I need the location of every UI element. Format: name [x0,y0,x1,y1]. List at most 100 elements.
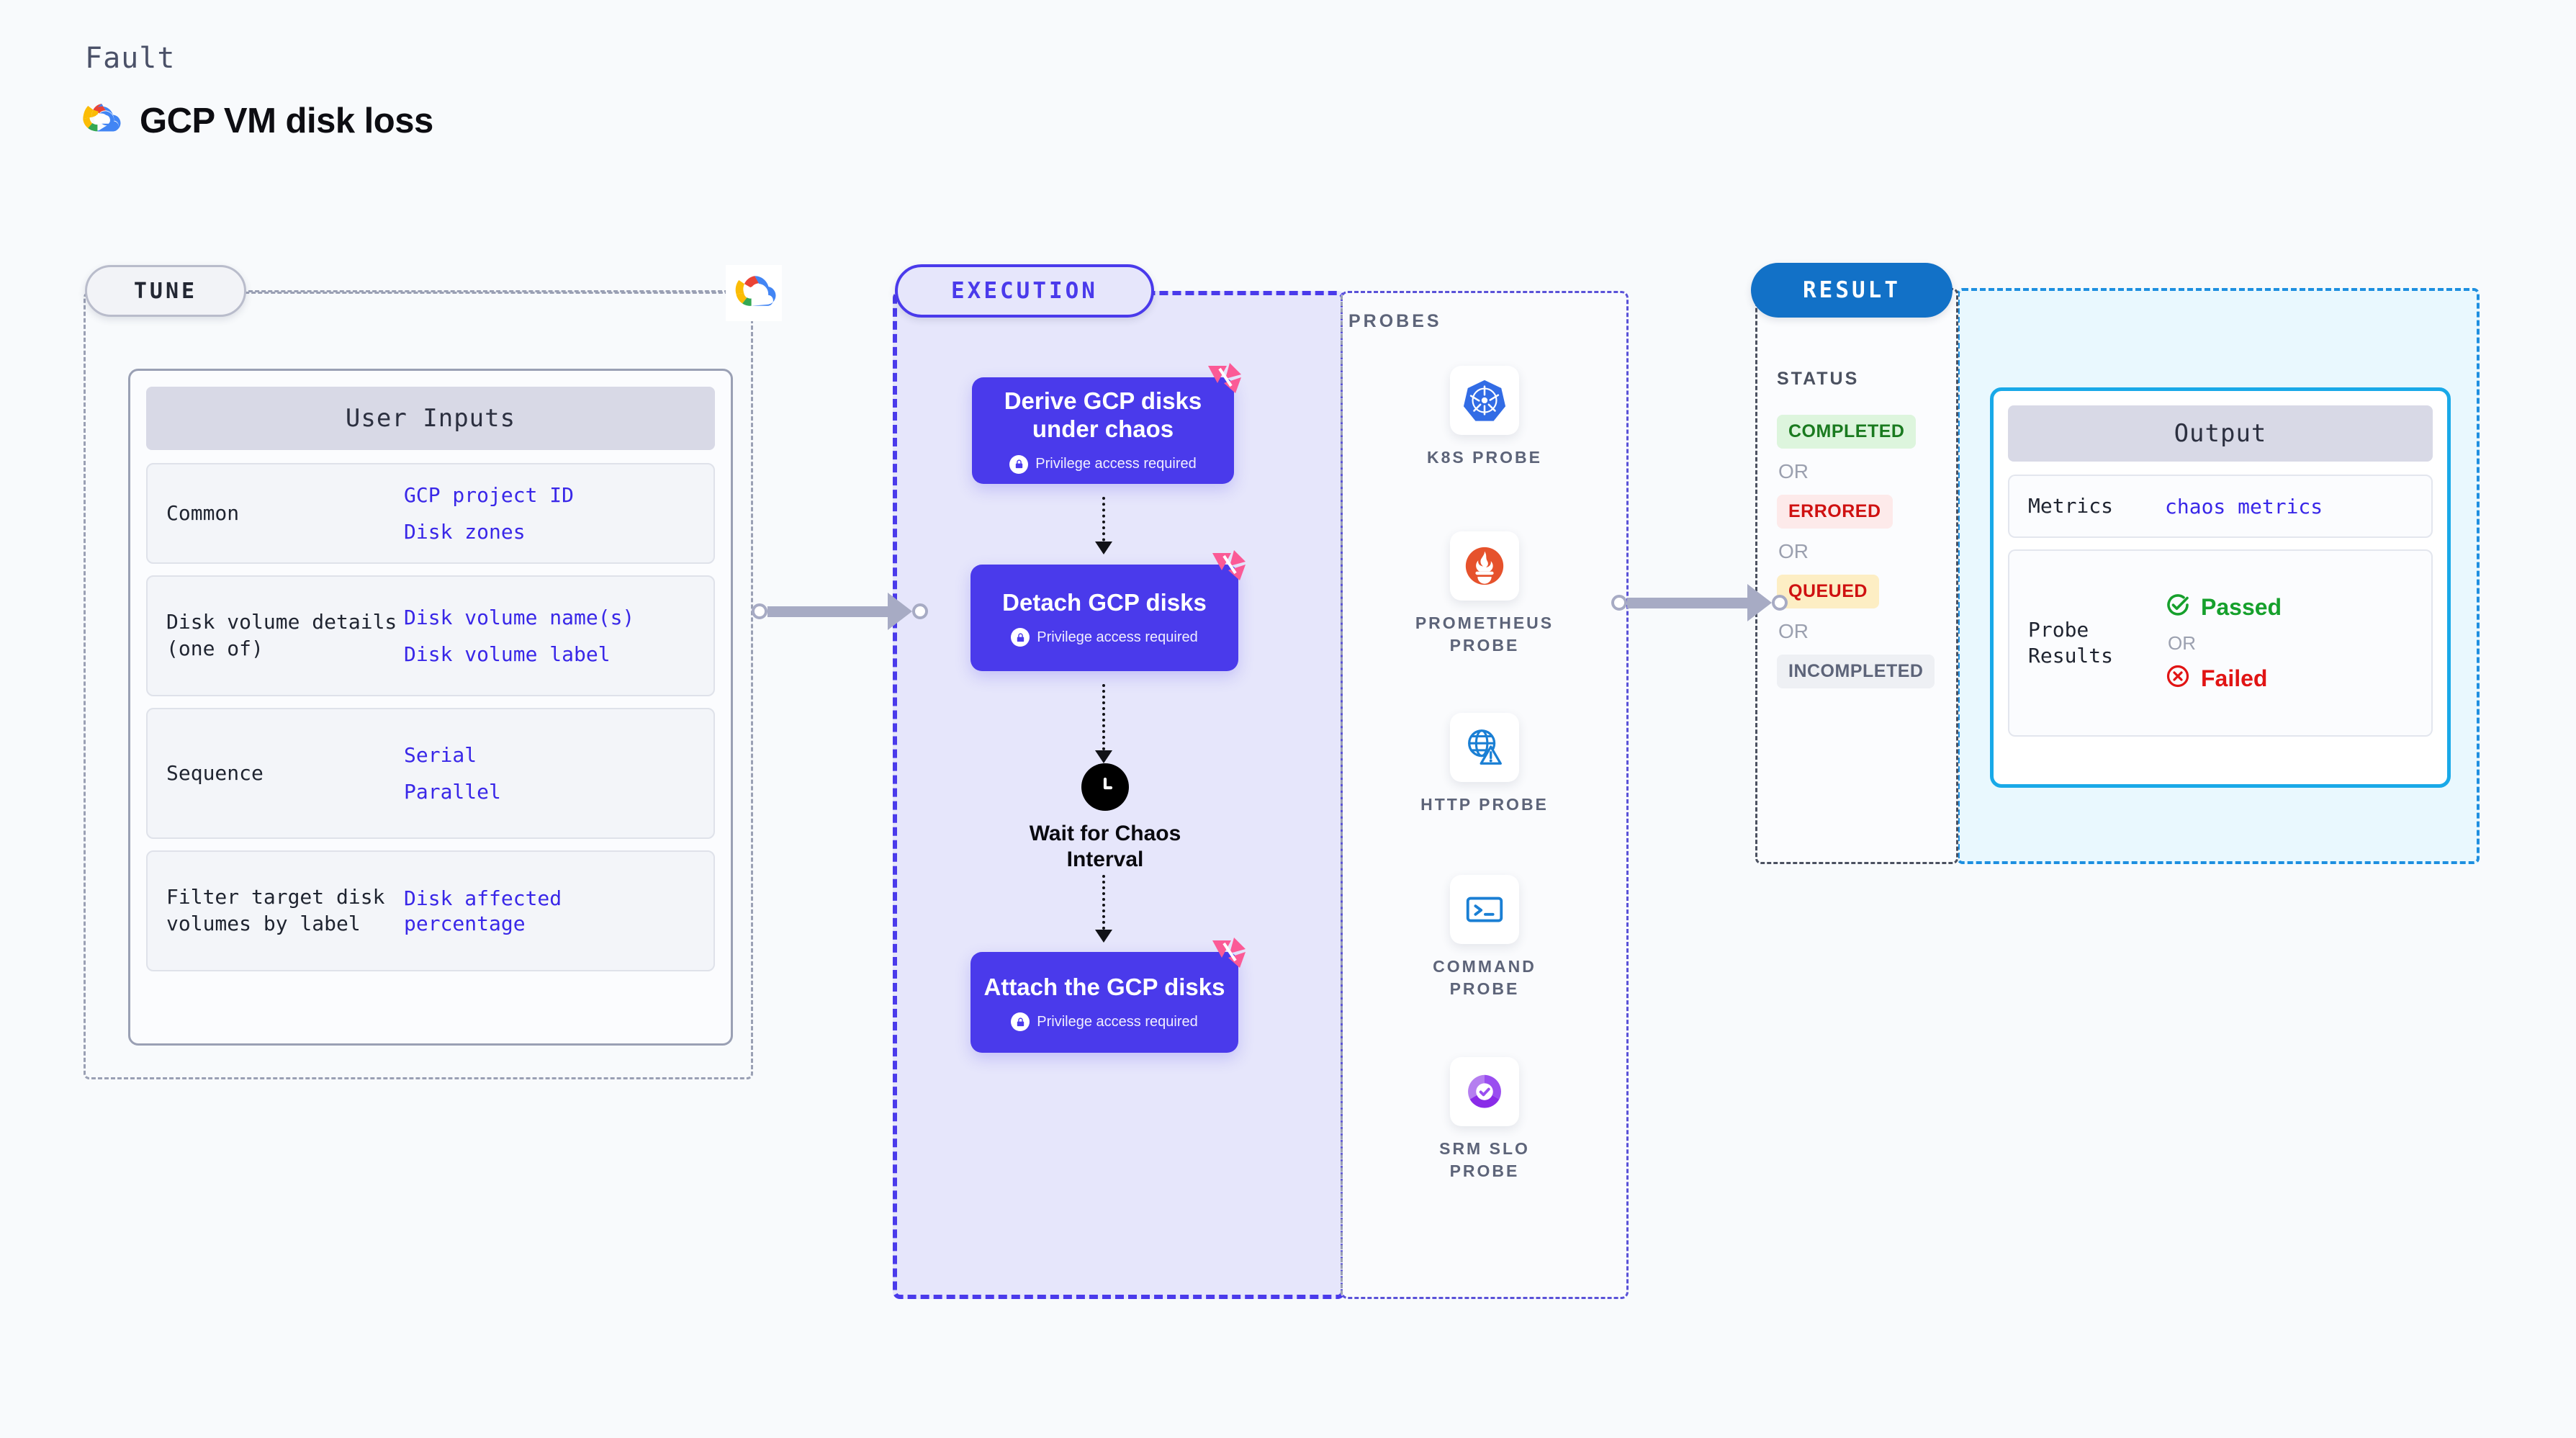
input-value[interactable]: Disk affected percentage [404,886,562,935]
input-value[interactable]: GCP project ID [404,483,575,507]
input-row-sequence[interactable]: Sequence Serial Parallel [146,708,715,839]
probe-result-or-separator: OR [2168,632,2196,654]
connector-execution-to-result [1611,584,1788,621]
arrow-line [1102,875,1105,941]
probe-item-prometheus[interactable]: PROMETHEUS PROBE [1411,531,1558,657]
input-row-key: Disk volume details (one of) [166,610,397,660]
page-title-row: GCP VM disk loss [81,101,433,141]
status-badge-errored[interactable]: ERRORED [1777,495,1893,529]
connector-bar [1627,597,1748,608]
connector-arrowhead [888,593,912,630]
input-row-values: Disk affected percentage [404,886,695,936]
flow-arrow [1095,875,1112,943]
tune-label-pill[interactable]: TUNE [85,265,246,317]
task-privilege-note: Privilege access required [1011,628,1198,647]
output-card: Output Metrics chaos metrics Probe Resul… [1990,387,2451,788]
arrow-tip [1095,750,1112,763]
probe-item-http[interactable]: HTTP PROBE [1411,713,1558,816]
probes-divider [1341,295,1343,1295]
task-title: Derive GCP disks under chaos [1004,387,1202,442]
input-row-key: Sequence [166,760,264,785]
result-label-pill[interactable]: RESULT [1751,263,1953,318]
probe-result-passed: Passed [2165,592,2282,624]
probe-item-k8s[interactable]: K8S PROBE [1411,366,1558,469]
connector-end-dot [1772,595,1788,611]
litmus-chaos-icon [1210,936,1251,978]
output-row-key: Metrics [2028,493,2114,518]
arrow-tip [1095,930,1112,943]
connector-start-dot [752,603,767,619]
task-title: Attach the GCP disks [983,973,1225,1000]
user-inputs-card: User Inputs Common GCP project ID Disk z… [128,369,733,1046]
input-row-disk-volume-details[interactable]: Disk volume details (one of) Disk volume… [146,575,715,696]
srm-slo-icon [1450,1057,1519,1126]
input-row-values: GCP project ID Disk zones [404,482,574,544]
page-title: GCP VM disk loss [140,102,433,140]
input-row-filter-by-label[interactable]: Filter target disk volumes by label Disk… [146,850,715,971]
probe-result-options: Passed OR Failed [2165,592,2282,695]
input-row-values: Serial Parallel [404,742,501,804]
check-circle-icon [2165,592,2191,624]
connector-arrowhead [1747,584,1772,621]
execution-label-pill[interactable]: EXECUTION [895,264,1154,318]
arrow-tip [1095,542,1112,554]
connector-end-dot [912,603,928,619]
execution-task-derive-disks[interactable]: Derive GCP disks under chaos Privilege a… [972,363,1241,484]
wait-label: Wait for Chaos Interval [1029,822,1181,871]
flow-arrow [1095,497,1112,554]
task-title: Detach GCP disks [1002,588,1207,616]
arrow-line [1102,497,1105,553]
arrow-line [1102,684,1105,762]
execution-task-detach-disks[interactable]: Detach GCP disks Privilege access requir… [970,550,1246,671]
input-value[interactable]: Parallel [404,780,501,804]
wait-for-chaos-interval-node: Wait for Chaos Interval [1001,763,1210,873]
input-value[interactable]: Disk volume name(s) [404,606,635,629]
litmus-chaos-icon [1210,549,1251,590]
probe-result-failed-label: Failed [2201,665,2268,691]
status-badge-list: COMPLETED OR ERRORED OR QUEUED OR INCOMP… [1777,415,1950,688]
connector-bar [767,606,888,617]
status-badge-queued[interactable]: QUEUED [1777,575,1879,608]
output-metrics-value[interactable]: chaos metrics [2165,494,2323,518]
lock-icon [1011,1012,1030,1032]
task-privilege-label: Privilege access required [1037,629,1198,645]
http-globe-warning-icon [1450,713,1519,782]
litmus-chaos-icon [1205,361,1247,403]
connector-start-dot [1611,595,1627,611]
output-row-probe-results[interactable]: Probe Results Passed OR [2008,549,2433,737]
status-section-label: STATUS [1777,369,1860,389]
tune-panel-top-dash [242,290,729,292]
task-privilege-note: Privilege access required [1011,1012,1198,1032]
probe-item-command[interactable]: COMMAND PROBE [1411,875,1558,1000]
status-badge-completed[interactable]: COMPLETED [1777,415,1917,449]
probes-panel [1341,291,1629,1299]
input-value[interactable]: Serial [404,743,477,767]
probe-label: PROMETHEUS PROBE [1415,614,1554,655]
input-value[interactable]: Disk volume label [404,642,611,666]
probes-section-label: PROBES [1348,311,1442,331]
output-row-metrics[interactable]: Metrics chaos metrics [2008,475,2433,538]
task-privilege-label: Privilege access required [1035,456,1197,472]
status-badge-incompleted[interactable]: INCOMPLETED [1777,655,1935,688]
clock-icon [1081,763,1129,811]
execution-task-attach-disks[interactable]: Attach the GCP disks Privilege access re… [970,938,1246,1053]
input-row-key: Filter target disk volumes by label [166,885,385,935]
input-value[interactable]: Disk zones [404,520,526,544]
lock-icon [1009,454,1029,474]
user-inputs-title: User Inputs [146,387,715,450]
prometheus-icon [1450,531,1519,601]
probe-label: K8S PROBE [1427,448,1542,467]
status-or-separator: OR [1778,540,1809,562]
probe-result-failed: Failed [2165,663,2282,695]
tune-panel [84,292,753,1079]
input-row-values: Disk volume name(s) Disk volume label [404,605,634,667]
probe-result-passed-label: Passed [2201,594,2282,620]
input-row-common[interactable]: Common GCP project ID Disk zones [146,463,715,564]
gcp-logo-icon [81,103,121,140]
status-or-separator: OR [1778,620,1809,642]
kubernetes-icon [1450,366,1519,435]
probe-item-srm-slo[interactable]: SRM SLO PROBE [1411,1057,1558,1182]
flow-arrow [1095,684,1112,763]
gcp-logo-icon [726,265,782,321]
